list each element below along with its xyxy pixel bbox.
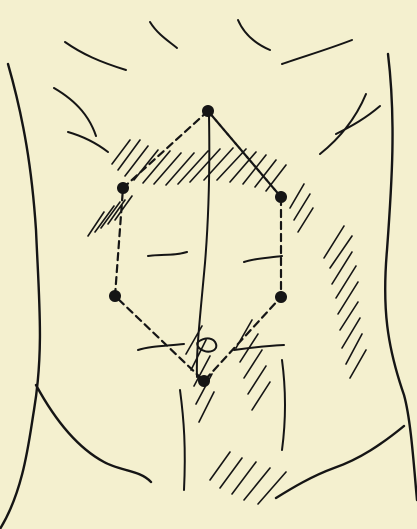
upper-left-marker-dot (117, 182, 129, 194)
lower-left-marker-dot (109, 290, 121, 302)
lower-right-marker-dot (275, 291, 287, 303)
bottom-marker-dot (198, 375, 210, 387)
upper-right-marker-dot (275, 191, 287, 203)
top-marker-dot (202, 105, 214, 117)
